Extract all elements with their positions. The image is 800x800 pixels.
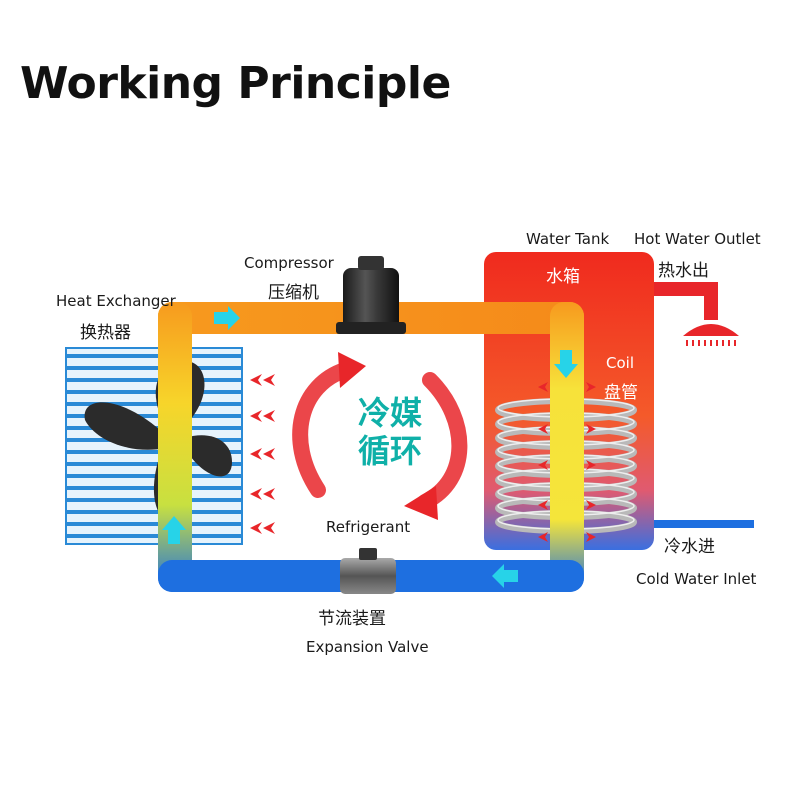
refrigerant-label: Refrigerant	[326, 518, 411, 536]
cycle-arrows	[292, 352, 468, 520]
cold-water-inlet-pipe	[654, 520, 754, 528]
heat-arrows-left	[250, 374, 275, 534]
hot-water-outlet-pipe	[654, 282, 718, 320]
flow-arrow-left	[162, 516, 186, 544]
cold-water-inlet-label: Cold Water Inlet	[636, 570, 757, 588]
cold-water-inlet-label-cn: 冷水进	[664, 537, 715, 557]
compressor-label: Compressor	[244, 254, 334, 272]
expansion-valve-label: Expansion Valve	[306, 638, 429, 656]
expansion-valve-icon	[340, 548, 396, 594]
flow-arrow-right	[554, 350, 578, 378]
expansion-valve-label-cn: 节流装置	[318, 609, 386, 629]
compressor-label-cn: 压缩机	[268, 283, 319, 303]
refrigerant-cycle-line1: 冷媒	[357, 394, 422, 432]
flow-arrow-top	[214, 306, 240, 330]
heat-arrows-coil	[538, 382, 596, 542]
flow-arrows	[162, 306, 578, 588]
heat-exchanger-label: Heat Exchanger	[56, 292, 176, 310]
heat-exchanger-label-cn: 换热器	[80, 323, 131, 343]
refrigerant-cycle-label: 冷媒 循环	[344, 394, 436, 470]
page-title: Working Principle	[20, 58, 451, 109]
shower-head-icon	[683, 324, 739, 346]
hot-water-outlet-label-cn: 热水出	[658, 261, 709, 281]
flow-arrow-bottom	[492, 564, 518, 588]
coil-label: Coil	[606, 354, 634, 372]
refrigerant-cycle-line2: 循环	[357, 432, 422, 470]
compressor-icon	[336, 256, 406, 334]
coil-label-cn: 盘管	[604, 383, 638, 403]
hot-water-outlet-label: Hot Water Outlet	[634, 230, 761, 248]
water-tank-label: Water Tank	[526, 230, 610, 248]
water-tank-label-cn: 水箱	[546, 267, 580, 287]
